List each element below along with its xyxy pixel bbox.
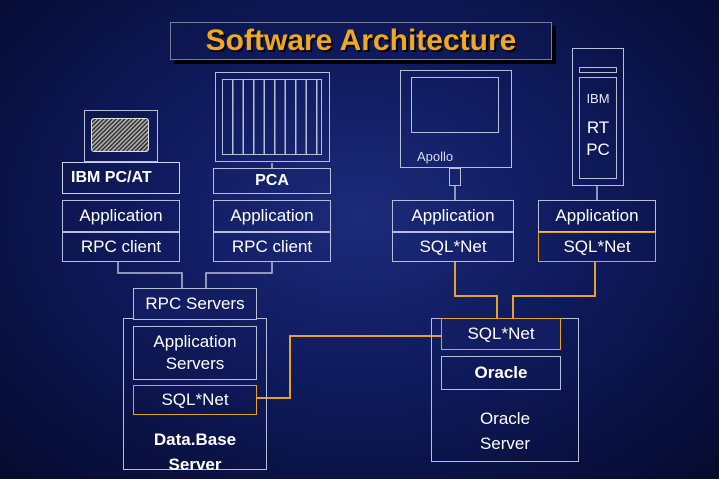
oracle-box: Oracle	[441, 356, 561, 390]
monitor-screen	[91, 118, 149, 152]
apollo-stand	[449, 168, 461, 186]
ibm-pc-label: IBM PC/AT	[62, 162, 180, 194]
connector-rpc-left	[117, 262, 183, 288]
oracle-sqlnet-box: SQL*Net	[441, 318, 561, 350]
rpc-servers-box: RPC Servers	[133, 288, 257, 320]
apollo-monitor-icon: Apollo	[400, 70, 512, 168]
rt-drive-slot	[579, 67, 617, 73]
client1-rpc-client: RPC client	[62, 232, 180, 262]
database-server-label: Data.Base Server	[153, 430, 237, 474]
pca-label: PCA	[213, 168, 331, 194]
client2-rpc-client: RPC client	[213, 232, 331, 262]
apollo-screen	[411, 77, 499, 133]
slide-title: Software Architecture	[170, 22, 552, 60]
ibm-pc-monitor-icon	[84, 110, 158, 162]
client4-application: Application	[538, 200, 656, 232]
client4-sqlnet: SQL*Net	[538, 232, 656, 262]
application-servers-box: Application Servers	[133, 326, 257, 380]
oracle-server-label: Oracle Server	[479, 409, 531, 453]
connector-db-to-oracle	[256, 335, 441, 399]
client1-application: Application	[62, 200, 180, 232]
client3-application: Application	[392, 200, 514, 232]
rt-pc-tower-icon: IBM RT PC	[572, 48, 624, 186]
client2-application: Application	[213, 200, 331, 232]
apollo-label: Apollo	[417, 149, 454, 164]
rt-brand-label: IBM	[586, 91, 610, 106]
connector-sqlnet-left	[454, 262, 498, 318]
db-sqlnet-box: SQL*Net	[133, 385, 257, 415]
rt-panel	[579, 77, 617, 179]
client3-sqlnet: SQL*Net	[392, 232, 514, 262]
connector-rpc-right	[205, 262, 273, 288]
pca-machine-icon	[215, 72, 330, 162]
connector-sqlnet-right	[512, 262, 596, 318]
rt-label: RT PC	[586, 118, 610, 159]
pca-panel	[222, 79, 322, 155]
